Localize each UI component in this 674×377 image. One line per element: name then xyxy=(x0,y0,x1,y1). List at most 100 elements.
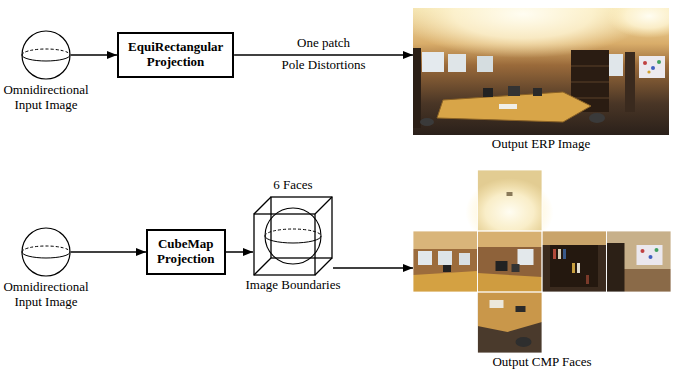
erp-photo xyxy=(477,56,493,72)
cmp-photo xyxy=(459,253,470,265)
erp-photo xyxy=(647,70,650,73)
process-box: CubeMap Projection xyxy=(146,229,226,275)
sphere-symbol xyxy=(22,49,70,55)
sphere-node: Omnidirectional Input Image xyxy=(21,227,71,277)
node-caption: Omnidirectional Input Image xyxy=(0,280,92,310)
process-box: EquiRectangular Projection xyxy=(117,32,234,78)
cmp-photo xyxy=(586,275,589,284)
cmp-photo xyxy=(478,273,543,292)
erp-photo xyxy=(398,0,674,135)
node-caption: Omnidirectional Input Image xyxy=(0,83,92,113)
cmp-photo xyxy=(478,292,543,353)
cmp-photo xyxy=(466,170,554,246)
sphere-symbol xyxy=(22,228,70,276)
erp-photo xyxy=(589,113,605,123)
cmp-photo xyxy=(413,170,671,353)
node-caption: 6 Faces xyxy=(273,178,312,193)
cmp-photo xyxy=(413,231,478,292)
sphere-symbol xyxy=(22,252,70,258)
cmp-photo xyxy=(418,251,432,265)
cmp-photo xyxy=(507,192,513,196)
cmp-photo xyxy=(542,231,607,292)
cube-symbol xyxy=(315,258,332,275)
cmp-photo xyxy=(558,249,561,259)
erp-photo xyxy=(571,82,609,83)
process-label: EquiRectangular Projection xyxy=(128,40,223,70)
cube-symbol xyxy=(265,229,321,236)
erp-photo xyxy=(420,118,434,126)
process-label: CubeMap Projection xyxy=(157,237,215,267)
note-label: Pole Distortions xyxy=(279,58,367,73)
cmp-photo xyxy=(607,231,672,292)
cmp-photo xyxy=(413,231,478,292)
cube-symbol xyxy=(265,208,321,264)
cmp-photo xyxy=(518,249,534,265)
erp-photo xyxy=(657,60,661,64)
cmp-photo xyxy=(607,243,625,292)
cube-symbol xyxy=(254,197,332,275)
cmp-photo xyxy=(577,263,580,273)
cmp-photo xyxy=(572,263,575,273)
cube-symbol xyxy=(265,236,321,243)
cmp-photo xyxy=(607,231,672,292)
flow-arrow xyxy=(226,251,253,253)
sphere-symbol xyxy=(22,55,70,61)
edge-label: One patch xyxy=(295,36,352,51)
cube-symbol xyxy=(254,258,271,275)
cmp-photo xyxy=(512,264,520,272)
erp-photo xyxy=(448,54,466,72)
erp-photo xyxy=(607,0,674,38)
cmp-photo xyxy=(607,231,672,292)
node-caption: Output ERP Image xyxy=(492,137,590,152)
erp-photo xyxy=(571,66,609,67)
cmp-photo xyxy=(478,231,543,292)
cmp-photo xyxy=(478,231,543,292)
erp-photo xyxy=(508,86,520,96)
cmp-photo xyxy=(641,249,645,253)
flow-arrow xyxy=(71,54,117,56)
erp-photo xyxy=(437,92,591,122)
cmp-photo xyxy=(413,271,478,292)
cmp-photo xyxy=(516,306,526,312)
erp-photo xyxy=(639,56,665,78)
cmp-photo xyxy=(550,245,598,287)
cube-symbol xyxy=(315,197,332,214)
node-caption: Image Boundaries xyxy=(246,278,341,293)
image-node: Output ERP Image xyxy=(413,8,669,135)
cmp-photo xyxy=(413,231,478,249)
image-node: Output CMP Faces xyxy=(413,170,671,353)
cmp-photo xyxy=(478,170,543,231)
flow-arrow xyxy=(333,267,413,269)
cmp-photo xyxy=(542,231,607,245)
erp-photo xyxy=(625,52,635,112)
cmp-photo xyxy=(478,231,543,292)
cmp-photo xyxy=(553,249,556,259)
erp-photo xyxy=(499,104,517,109)
cube-node: 6 FacesImage Boundaries xyxy=(253,196,333,276)
sphere-symbol xyxy=(22,228,70,276)
flow-arrow xyxy=(234,54,413,56)
cmp-photo xyxy=(637,245,663,265)
cmp-photo xyxy=(563,249,566,259)
sphere-symbol xyxy=(22,31,70,79)
cube-symbol xyxy=(254,197,271,214)
cmp-photo xyxy=(542,231,607,292)
sphere-node: Omnidirectional Input Image xyxy=(21,30,71,80)
erp-photo xyxy=(643,61,647,65)
erp-photo xyxy=(413,48,421,128)
cube-symbol xyxy=(271,197,332,258)
cmp-photo xyxy=(496,261,508,271)
cmp-photo xyxy=(478,292,543,353)
cmp-photo xyxy=(516,337,532,347)
erp-photo xyxy=(651,66,655,70)
cmp-photo xyxy=(649,255,653,259)
node-caption: Output CMP Faces xyxy=(492,355,591,370)
cmp-photo xyxy=(490,300,504,308)
cube-symbol xyxy=(254,214,315,275)
flow-arrow xyxy=(71,251,146,253)
cmp-photo xyxy=(655,248,659,252)
